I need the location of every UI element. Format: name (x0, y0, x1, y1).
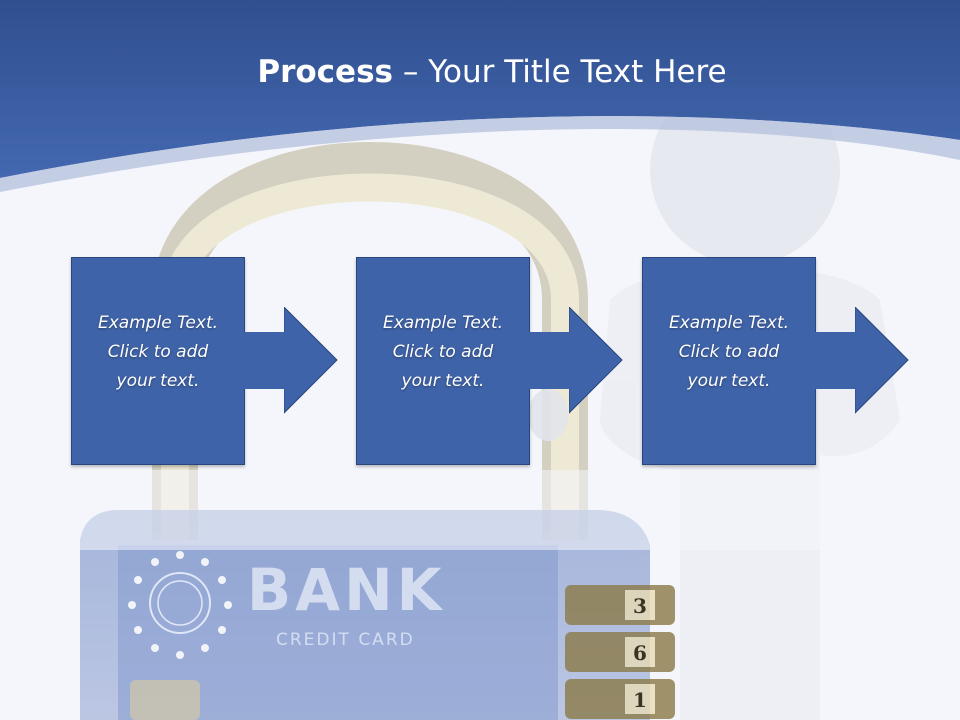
padlock-shackle (152, 142, 588, 540)
step-box (71, 257, 245, 465)
process-step-2[interactable]: Example Text. Click to add your text. (356, 257, 530, 465)
step-text-line: Example Text. (668, 313, 790, 333)
step-text-line: Click to add (107, 342, 209, 362)
padlock-body (80, 510, 650, 720)
step-text-line: your text. (687, 371, 771, 391)
process-step-3[interactable]: Example Text. Click to add your text. (642, 257, 816, 465)
combination-dials (565, 585, 675, 719)
padlock-subtitle-text: CREDIT CARD (276, 630, 415, 650)
step-text[interactable]: Example Text. Click to add your text. (71, 309, 245, 396)
step-text-line: Click to add (678, 342, 780, 362)
dial-digit-2: 6 (633, 641, 647, 665)
process-step-1[interactable]: Example Text. Click to add your text. (71, 257, 245, 465)
padlock-brand-text: BANK (247, 556, 446, 624)
arrow-3 (855, 307, 909, 414)
step-text[interactable]: Example Text. Click to add your text. (356, 309, 530, 396)
step-text-line: Example Text. (382, 313, 504, 333)
header-band (0, 0, 960, 192)
dial-digit-1: 3 (633, 594, 647, 618)
dial-digit-3: 1 (633, 688, 647, 712)
arrow-1 (284, 307, 338, 414)
step-text[interactable]: Example Text. Click to add your text. (642, 309, 816, 396)
title-rest: – Your Title Text Here (393, 54, 727, 90)
page-title[interactable]: Process – Your Title Text Here (0, 54, 960, 90)
step-text-line: Click to add (392, 342, 494, 362)
step-text-line: your text. (116, 371, 200, 391)
arrow-stem-3 (815, 332, 856, 389)
arrow-stem-1 (244, 332, 285, 389)
arrow-2 (569, 307, 623, 414)
step-text-line: your text. (401, 371, 485, 391)
step-box (356, 257, 530, 465)
step-text-line: Example Text. (97, 313, 219, 333)
step-box (642, 257, 816, 465)
title-bold: Process (257, 54, 393, 90)
arrow-stem-2 (529, 332, 570, 389)
